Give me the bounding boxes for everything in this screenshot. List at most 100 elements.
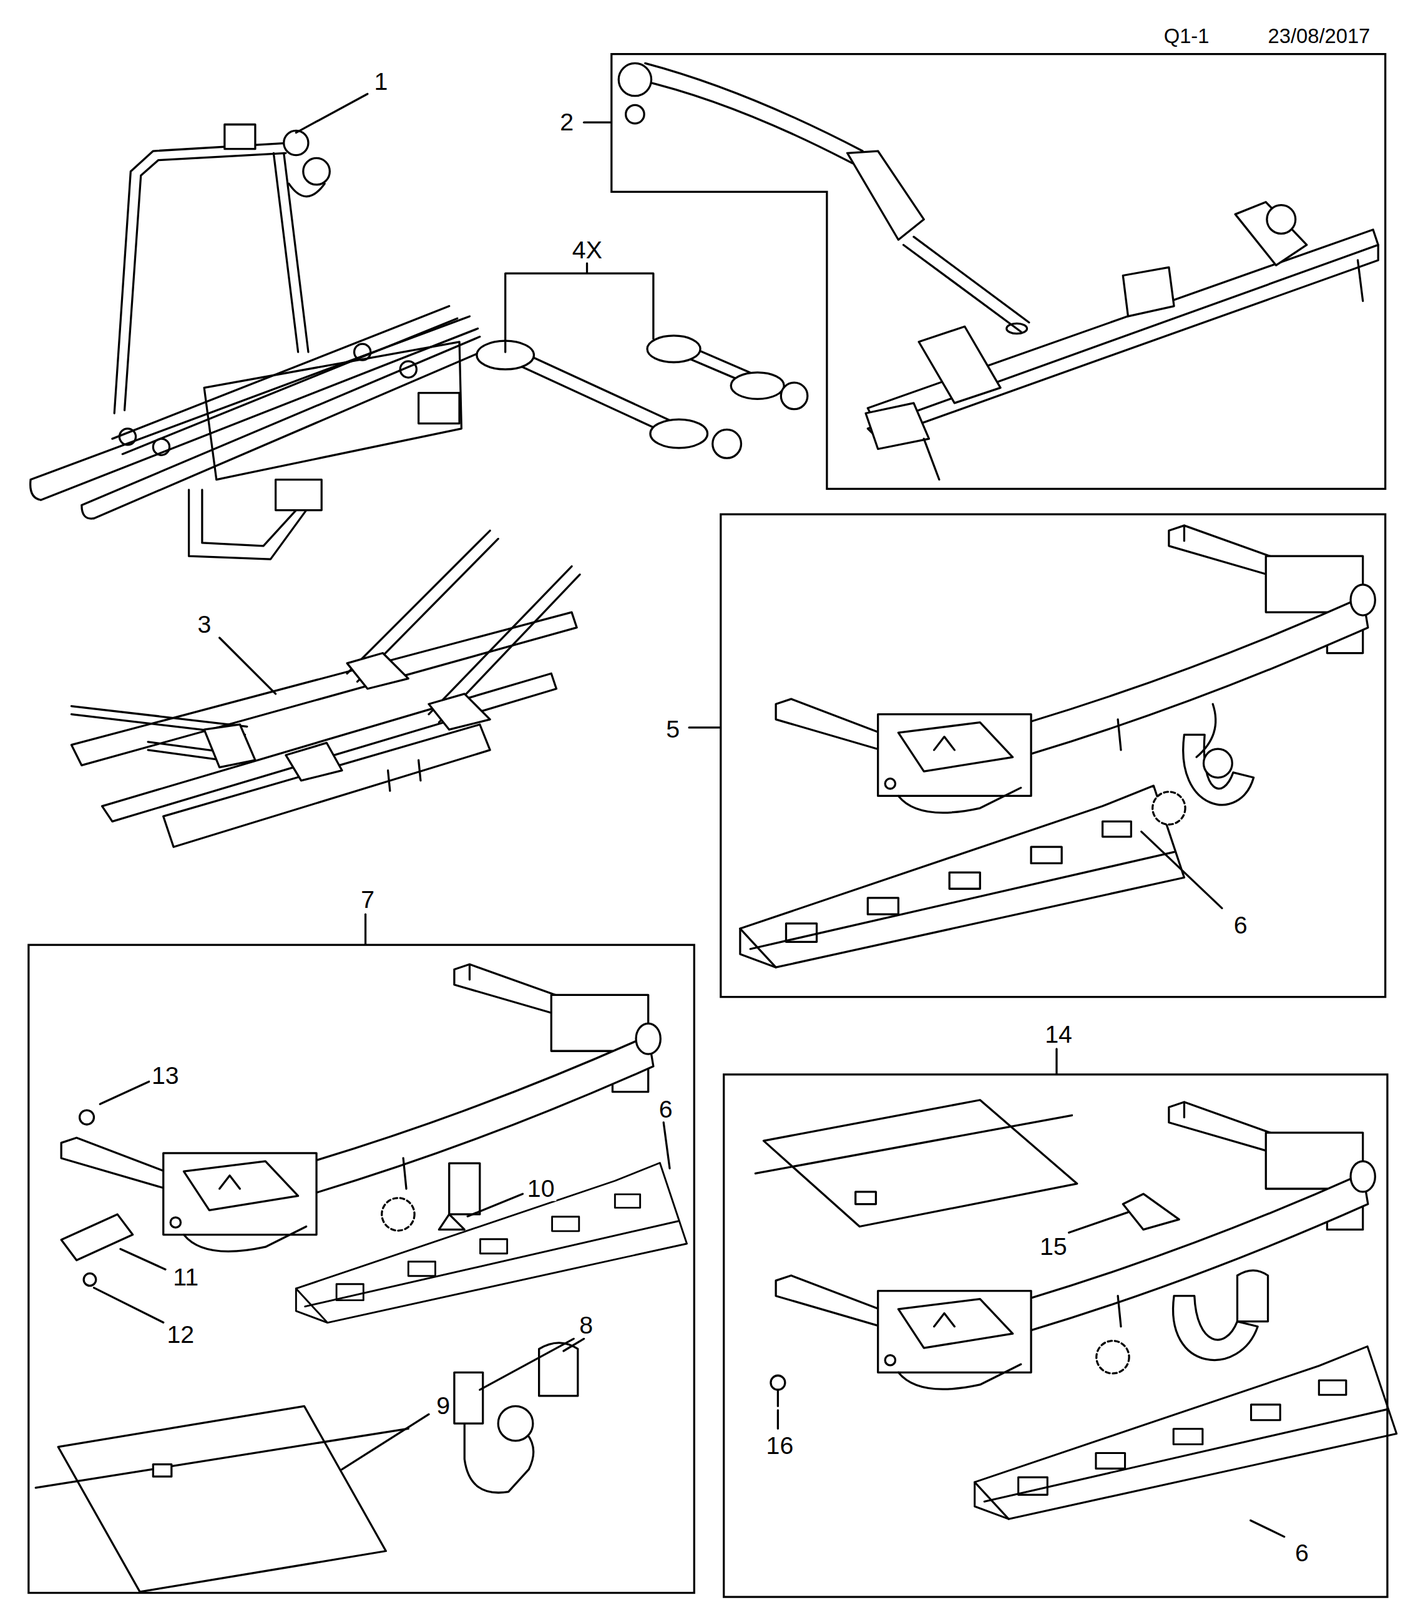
callout-number: 6 — [657, 1097, 675, 1122]
bike-carrier — [112, 306, 458, 455]
sheet-reference: Q1-1 — [1161, 25, 1211, 47]
bike-carrier — [224, 124, 256, 149]
tow-hitch-box-7 — [449, 1163, 480, 1215]
wheel-holders — [712, 429, 742, 459]
bike-carrier-arm — [1266, 205, 1296, 235]
bike-carrier-arm — [867, 229, 1379, 429]
group-outline — [610, 53, 1387, 490]
bike-tray — [163, 724, 490, 847]
tow-hitch-box-7 — [35, 1428, 409, 1488]
leader-lines — [93, 93, 1284, 1537]
tow-hitch-box-14 — [755, 1100, 1397, 1520]
bike-carrier-arm — [923, 260, 1363, 480]
leader-lines — [1250, 1520, 1285, 1537]
bike-tray — [388, 760, 421, 791]
callout-number: 12 — [164, 1322, 196, 1347]
callout-number: 4X — [570, 237, 605, 263]
callout-number: 15 — [1037, 1235, 1070, 1260]
tow-hitch-box-14 — [770, 1375, 786, 1390]
callout-number: 6 — [1231, 913, 1249, 939]
tow-hitch-box-14 — [855, 1192, 877, 1205]
leader-lines — [120, 1248, 166, 1270]
bike-carrier — [30, 316, 479, 500]
leader-lines — [663, 1122, 670, 1169]
leader-lines — [1141, 831, 1223, 909]
bike-carrier — [400, 361, 417, 378]
part-group-box: 713610111289 — [27, 944, 696, 1595]
bike-carrier — [114, 142, 291, 414]
callout-number: 3 — [195, 612, 213, 637]
callout-number: 9 — [434, 1394, 452, 1419]
sheet-reference: 23/08/2017 — [1265, 25, 1372, 47]
bike-carrier — [124, 152, 286, 411]
bike-tray — [285, 742, 343, 781]
tow-hitch-box-7 — [58, 1406, 386, 1593]
leader-lines — [364, 914, 367, 944]
tow-hitch-box-14 — [974, 1346, 1397, 1520]
wheel-holders — [505, 359, 675, 437]
tow-hitch-box-5 — [1183, 734, 1254, 805]
callout-number: 8 — [577, 1313, 595, 1339]
part-group-box: 1415166 — [722, 1073, 1389, 1598]
bike-carrier — [288, 183, 325, 196]
bike-carrier — [303, 157, 331, 185]
tow-hitch-box-5 — [1152, 792, 1186, 825]
bike-carrier-arm — [625, 104, 645, 123]
callout-number: 11 — [171, 1265, 201, 1291]
bike-carrier-arm — [1006, 323, 1028, 334]
leader-lines — [505, 263, 654, 353]
leader-lines — [93, 1288, 163, 1324]
tow-hitch-box-14 — [1237, 1270, 1268, 1322]
bike-carrier-arm — [867, 244, 1379, 439]
bike-carrier — [152, 438, 170, 455]
leader-lines — [1069, 1212, 1129, 1234]
tow-hitch-box-5 — [1203, 748, 1233, 778]
bike-tray — [428, 694, 490, 730]
leader-lines — [99, 1081, 150, 1105]
tow-hitch-box-7 — [539, 1343, 578, 1397]
wheel-holders — [476, 335, 808, 459]
bike-carrier — [283, 130, 309, 155]
tow-hitch-box-7 — [454, 1372, 484, 1424]
wheel-holders — [650, 419, 708, 449]
tow-hitch-box-7 — [438, 1214, 465, 1231]
tow-hitch-box-5 — [1196, 704, 1216, 758]
tow-hitch-box-7 — [381, 1198, 415, 1231]
callout-number: 2 — [557, 110, 576, 135]
leader-lines — [295, 93, 367, 133]
bike-carrier — [283, 152, 309, 353]
wheel-holders — [730, 372, 784, 400]
tow-hitch-box-7 — [35, 964, 687, 1593]
callout-number: 1 — [371, 69, 390, 94]
leader-lines — [479, 1338, 574, 1390]
callout-number: 6 — [1293, 1540, 1311, 1566]
bike-carrier-arm — [618, 63, 651, 96]
callout-number: 10 — [525, 1176, 557, 1201]
tow-hitch-box-5 — [740, 785, 1185, 968]
tow-hitch-box-14 — [1122, 1193, 1179, 1230]
part-group-box: 2 — [610, 53, 1387, 490]
part-group-box: 56 — [719, 513, 1387, 999]
bike-carrier — [354, 343, 371, 361]
tow-hitch-box-7 — [498, 1406, 533, 1442]
leader-lines — [467, 1193, 523, 1217]
bike-carrier — [418, 393, 460, 424]
tow-hitch-box-5 — [740, 525, 1375, 968]
wheel-holders — [647, 335, 701, 363]
bike-carrier-arm — [903, 236, 1030, 332]
bike-tray — [71, 530, 580, 847]
callout-number: 16 — [763, 1433, 796, 1458]
tow-hitch-box-7 — [79, 1110, 95, 1125]
tow-hitch-box-7 — [152, 1464, 172, 1478]
bike-carrier — [204, 342, 462, 480]
bike-carrier-arm — [618, 63, 1379, 480]
bike-carrier-arm — [1122, 267, 1174, 316]
tow-hitch-box-14 — [777, 1389, 779, 1407]
wheel-holders — [780, 382, 808, 410]
bike-carrier — [273, 152, 298, 353]
callout-number: 7 — [358, 888, 377, 913]
tow-hitch-box-7 — [295, 1162, 687, 1323]
bike-carrier-arm — [847, 151, 925, 240]
